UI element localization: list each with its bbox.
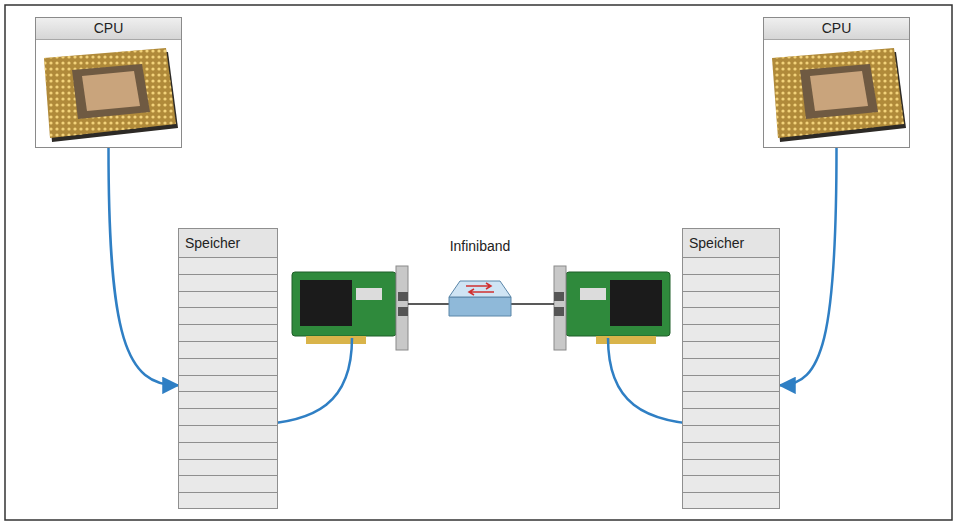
switch-front <box>449 297 511 316</box>
cpu-chip <box>44 48 178 142</box>
access-arrow <box>109 148 179 385</box>
cable <box>510 303 554 305</box>
card-chip <box>356 288 382 300</box>
card-chip <box>580 288 606 300</box>
card-port <box>554 292 564 301</box>
memory-stack: Speicher <box>682 228 780 509</box>
cpu-box: CPU <box>763 17 910 148</box>
access-arrow <box>780 148 837 385</box>
memory-cells <box>683 258 779 508</box>
box-heading: CPU <box>764 18 909 40</box>
cpu-box: CPU <box>35 17 182 148</box>
card-pcb <box>566 272 670 336</box>
chip-die <box>82 71 140 111</box>
outer-frame <box>5 5 952 520</box>
card-pcb <box>292 272 396 336</box>
chip-die <box>72 64 150 119</box>
card-port <box>398 292 408 301</box>
box-heading: Infiniband <box>430 236 530 256</box>
pin-field <box>772 48 904 138</box>
card-heatsink <box>300 280 352 326</box>
cpu-chip <box>772 48 906 142</box>
pin-field <box>772 48 904 138</box>
cable <box>408 303 449 305</box>
card-heatsink <box>610 280 662 326</box>
memory-cells <box>179 258 277 508</box>
card-connector <box>596 336 656 344</box>
card-port <box>554 307 564 316</box>
chip-die <box>810 71 868 111</box>
pin-field <box>44 48 176 138</box>
box-heading: Speicher <box>179 229 277 258</box>
memory-stack: Speicher <box>178 228 278 509</box>
switch-top <box>449 281 511 297</box>
network-card <box>554 266 670 350</box>
network-card <box>292 266 408 350</box>
box-heading: CPU <box>36 18 181 40</box>
switch-arrow <box>469 289 494 295</box>
chip-die <box>800 64 878 119</box>
card-connector <box>306 336 366 344</box>
switch-arrow <box>466 283 491 289</box>
card-bracket <box>396 266 408 350</box>
pin-field <box>44 48 176 138</box>
switch-label-node: Infiniband <box>430 236 530 258</box>
card-port <box>398 307 408 316</box>
switch-icon <box>449 281 511 316</box>
box-heading: Speicher <box>683 229 779 258</box>
card-bracket <box>554 266 566 350</box>
